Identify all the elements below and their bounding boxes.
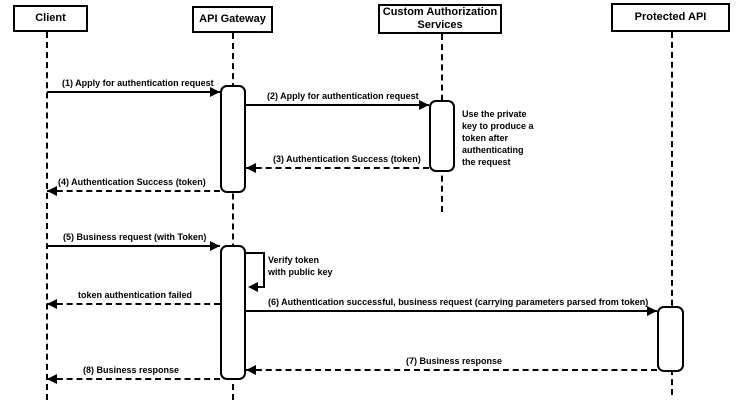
lifeline-client [46, 32, 48, 400]
self-message-verify-token-bottom-line [252, 286, 265, 288]
message-2-line [246, 104, 429, 106]
custom-authorization-activation [429, 100, 455, 172]
api-gateway-activation-1 [220, 85, 246, 193]
message-6-arrowhead [647, 306, 657, 316]
message-8-arrowhead [47, 374, 57, 384]
participant-client: Client [13, 5, 88, 32]
self-message-verify-token-right-line [263, 252, 265, 286]
protected-api-activation [657, 306, 684, 372]
message-4-line [47, 190, 220, 192]
self-message-verify-token-label: Verify token with public key [268, 255, 333, 277]
lifeline-protected-api [671, 32, 673, 395]
message-2-arrowhead [419, 100, 429, 110]
note-private-key: Use the private key to produce a token a… [462, 109, 534, 167]
message-token-failed-arrowhead [47, 299, 57, 309]
message-3-label: (3) Authentication Success (token) [273, 154, 421, 164]
message-1-line [47, 91, 220, 93]
message-3-arrowhead [246, 163, 256, 173]
message-7-arrowhead [246, 365, 256, 375]
participant-protected-api: Protected API [611, 3, 730, 32]
message-2-label: (2) Apply for authentication request [267, 91, 419, 101]
message-token-failed-line [47, 303, 220, 305]
message-1-arrowhead [210, 87, 220, 97]
message-5-line [47, 245, 220, 247]
participant-api-gateway: API Gateway [192, 6, 273, 33]
api-gateway-activation-2 [220, 245, 246, 380]
message-6-line [246, 310, 657, 312]
message-4-arrowhead [47, 186, 57, 196]
message-4-label: (4) Authentication Success (token) [58, 177, 206, 187]
self-message-verify-token-top-line [246, 252, 265, 254]
participant-custom-authorization-services: Custom Authorization Services [378, 4, 502, 34]
lifeline-api-gateway [232, 33, 234, 400]
message-8-label: (8) Business response [83, 365, 180, 375]
message-5-arrowhead [210, 241, 220, 251]
self-message-verify-token-arrowhead [248, 282, 258, 292]
message-8-line [47, 378, 220, 380]
message-token-failed-label: token authentication failed [78, 290, 193, 300]
message-5-label: (5) Business request (with Token) [63, 232, 207, 242]
message-3-line [246, 167, 429, 169]
message-1-label: (1) Apply for authentication request [62, 78, 214, 88]
message-7-label: (7) Business response [406, 356, 503, 366]
message-7-line [246, 369, 657, 371]
message-6-label: (6) Authentication successful, business … [268, 297, 649, 307]
